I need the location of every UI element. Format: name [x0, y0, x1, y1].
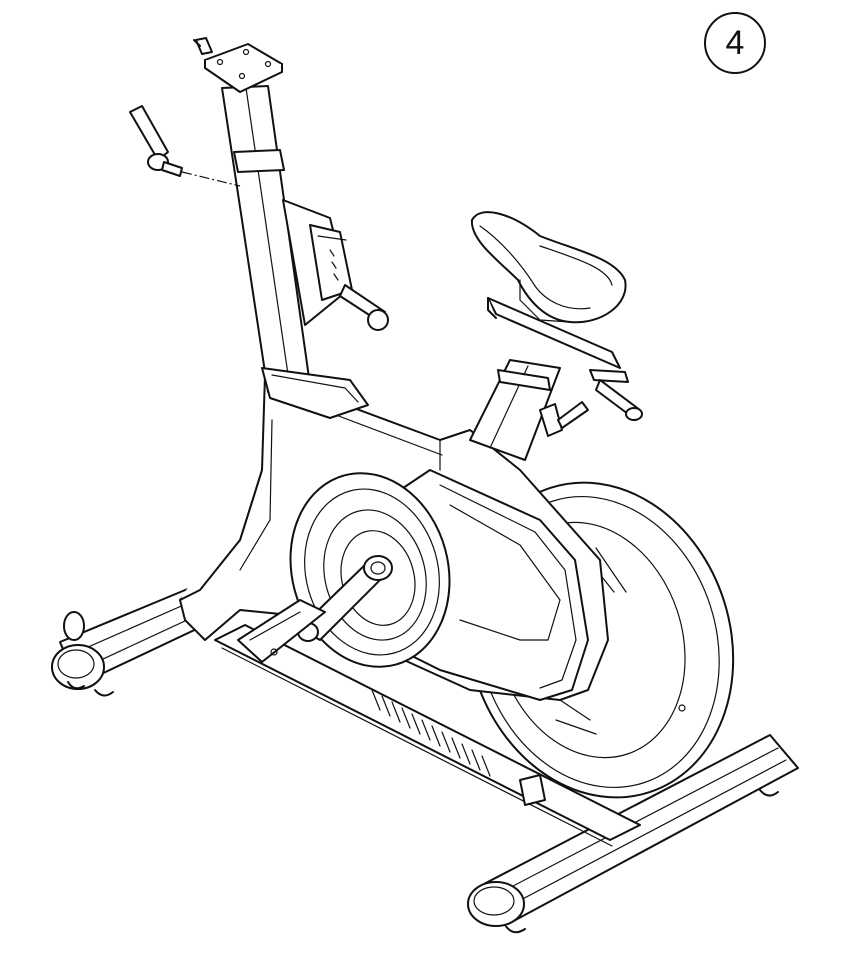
front-stabilizer [467, 734, 799, 934]
saddle [470, 211, 627, 324]
slider-knob [595, 379, 643, 421]
seat-slider [487, 297, 629, 383]
mount-pin [193, 37, 213, 55]
seat-post [469, 359, 561, 461]
handlebar-adjust-knob [129, 105, 241, 187]
handlebar-mount-plate [204, 43, 283, 93]
rear-stabilizer [51, 587, 206, 697]
foot-pads [67, 681, 546, 806]
handlebar-post [221, 85, 369, 419]
resistance-control [282, 199, 389, 331]
step-number-badge: 4 [704, 12, 766, 74]
base-vent-slots [371, 689, 491, 777]
seat-adjust-knob [539, 401, 589, 437]
step-number: 4 [725, 23, 745, 62]
crank-bracket [237, 599, 326, 663]
